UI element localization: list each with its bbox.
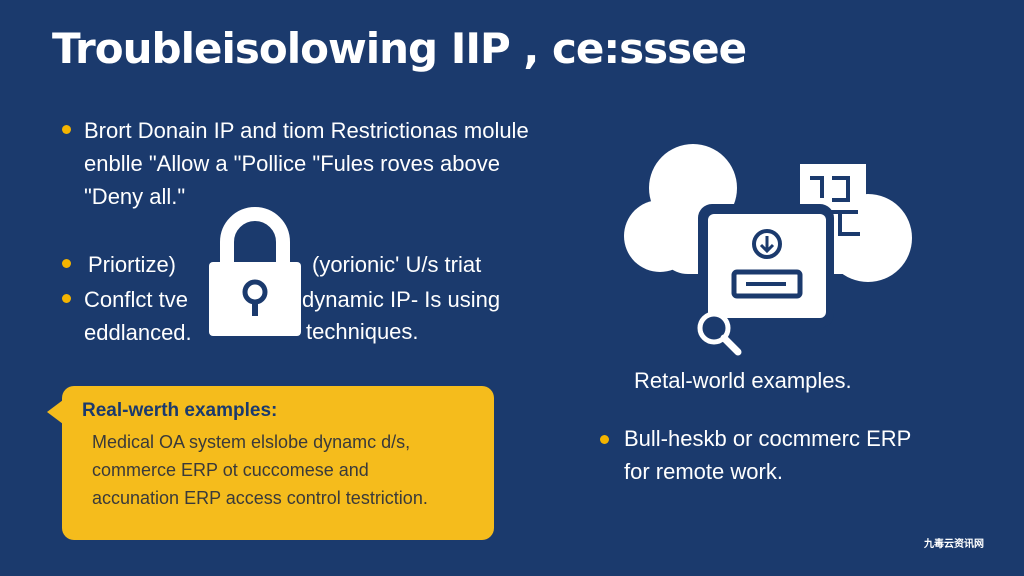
bullet-dot (62, 259, 71, 268)
bullet-3-line-2: edd​lanced. (84, 320, 192, 345)
bullet-3-line-1: Conflct tve (84, 287, 188, 312)
download-icon (752, 229, 782, 259)
bullet-3-text: Conflct tve edd​lanced. (84, 283, 192, 349)
callout-pointer (47, 400, 63, 424)
callout-line-2: commerce ERP ot cuccomese and (92, 460, 369, 480)
page-title: Troubleisolowing IIP , ce:sssee (52, 24, 747, 73)
mid-text-line-3: techniques. (306, 319, 419, 344)
bullet-1-text: Brort Donain IP and tiom Restrictionas m… (84, 114, 529, 213)
watermark: 九毒云资讯网 (924, 539, 984, 550)
mid-text-line-1: (yorionic' U/s triat (312, 252, 482, 277)
document-icon (698, 204, 834, 328)
mid-text-line-2: dynamic IP- Is using (302, 287, 501, 312)
callout-body: Medical OA system elslobe dynamc d/s, co… (92, 428, 428, 512)
callout-line-1: Medical OA system elslobe dynamc d/s, (92, 432, 411, 452)
callout-line-3: accunation ERP access control testrictio… (92, 488, 428, 508)
callout-title: Real-werth examples: (82, 400, 278, 421)
bullet-dot (62, 125, 71, 134)
bullet-2-text: Priortize) (88, 248, 176, 281)
bullet-2-line-1: Priortize) (88, 252, 177, 277)
right-bullet-line-2: for remote work. (624, 459, 783, 484)
right-bullet-line-1: Bull-heskb or cocmmerc ERP (624, 426, 912, 451)
right-caption: Retal-world examples. (634, 368, 852, 393)
bullet-1-line-1: Brort Donain IP and tiom Restrictionas m… (84, 118, 529, 143)
bullet-1-line-3: "Deny all." (84, 184, 186, 209)
examples-callout: Real-werth examples: Medical OA system e… (62, 386, 494, 540)
bullet-dot (62, 294, 71, 303)
bullet-dot (600, 435, 609, 444)
cloud-illustration (618, 140, 938, 360)
padlock-icon (205, 200, 305, 340)
right-bullet-text: Bull-heskb or cocmmerc ERP for remote wo… (624, 422, 911, 488)
bullet-1-line-2: enblle "Allow a "Pollice "Fules roves ab… (84, 151, 500, 176)
magnifier-icon (697, 311, 742, 356)
